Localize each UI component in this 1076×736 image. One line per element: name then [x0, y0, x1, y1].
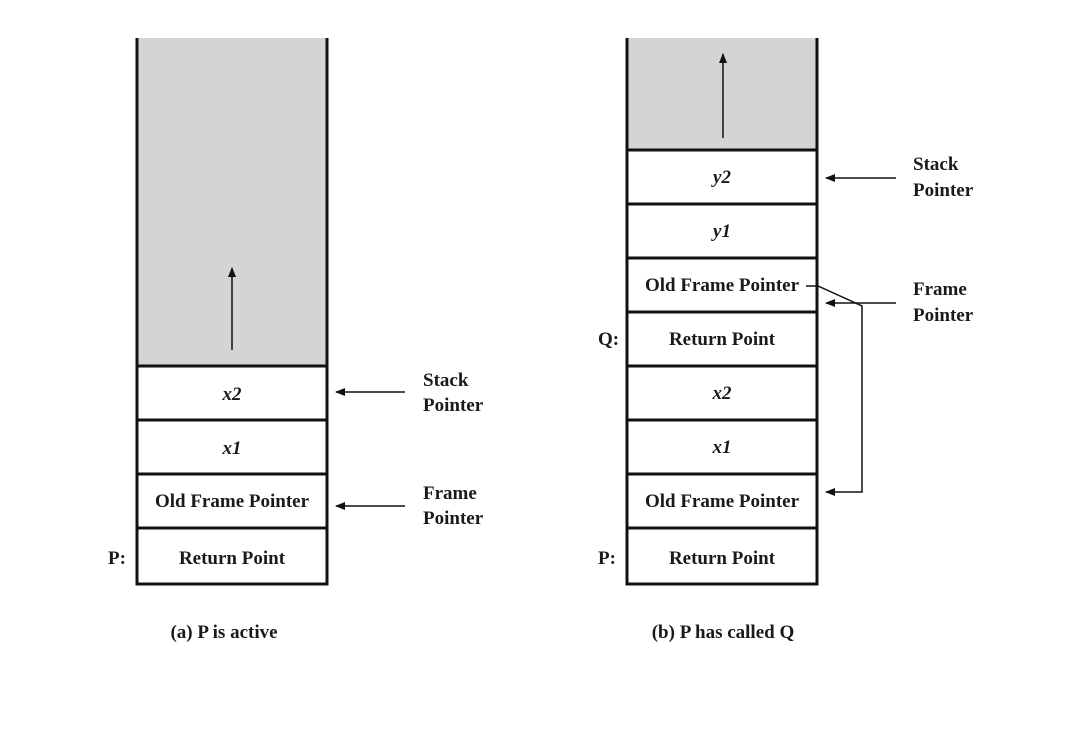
- frame-pointer-label-a-line1: Frame: [423, 483, 477, 504]
- stack-b-cell-label: Old Frame Pointer: [645, 491, 800, 512]
- frame-label-q-b: Q:: [598, 329, 619, 350]
- stack-b-cell-label: y2: [711, 167, 731, 188]
- old-frame-pointer-link-arrow: [806, 285, 863, 496]
- stack-b-cell: y2: [625, 148, 819, 206]
- stack-b-cell-label: Old Frame Pointer: [645, 275, 800, 296]
- frame-pointer-label-b: Frame Pointer: [913, 279, 974, 326]
- frame-pointer-label-a-line2: Pointer: [423, 508, 484, 529]
- stack-a-cell-label: Return Point: [179, 548, 286, 569]
- stack-b-cell: Return Point: [625, 526, 819, 586]
- stack-b-cell-label: y1: [711, 221, 731, 242]
- caption-b: (b) P has called Q: [652, 622, 795, 643]
- stack-a-cell: x2: [135, 364, 329, 422]
- stack-a-cell: x1: [135, 418, 329, 476]
- stack-b-cell-label: x1: [712, 437, 732, 458]
- frame-pointer-label-a: Frame Pointer: [423, 483, 484, 529]
- stack-b-cell: Return Point: [625, 310, 819, 368]
- stack-b-cell: y1: [625, 202, 819, 260]
- stack-pointer-label-b: Stack Pointer: [913, 154, 974, 201]
- stack-a-cell: Old Frame Pointer: [135, 472, 329, 530]
- frame-label-p-a: P:: [108, 548, 126, 569]
- frame-pointer-label-b-line1: Frame: [913, 279, 967, 300]
- frame-pointer-label-b-line2: Pointer: [913, 305, 974, 326]
- stack-b-cell-label: Return Point: [669, 548, 776, 569]
- stack-b-cell-label: Return Point: [669, 329, 776, 350]
- caption-a: (a) P is active: [170, 622, 277, 643]
- stack-pointer-label-a: Stack Pointer: [423, 370, 484, 416]
- stack-a-cell-label: Old Frame Pointer: [155, 491, 310, 512]
- stack-b-cell: Old Frame Pointer: [625, 472, 819, 530]
- stack-a-cell-label: x1: [222, 438, 242, 459]
- stack-b-cell: x2: [625, 364, 819, 422]
- stack-pointer-label-b-line2: Pointer: [913, 180, 974, 201]
- stack-b-cell: x1: [625, 418, 819, 476]
- frame-label-p-b: P:: [598, 548, 616, 569]
- stack-pointer-label-b-line1: Stack: [913, 154, 959, 175]
- stack-a-cell: Return Point: [135, 526, 329, 586]
- stack-a: x2 x1 Old Frame Pointer Return Point P: …: [108, 38, 484, 643]
- stack-b-cell-label: x2: [712, 383, 733, 404]
- stack-a-cell-label: x2: [222, 384, 243, 405]
- stack-pointer-label-a-line1: Stack: [423, 370, 469, 391]
- stack-b: y2 y1 Old Frame Pointer Return Point x2 …: [598, 38, 974, 643]
- stack-b-cell: Old Frame Pointer: [625, 256, 819, 314]
- stack-pointer-label-a-line2: Pointer: [423, 395, 484, 416]
- stack-b-free-space: [627, 38, 817, 150]
